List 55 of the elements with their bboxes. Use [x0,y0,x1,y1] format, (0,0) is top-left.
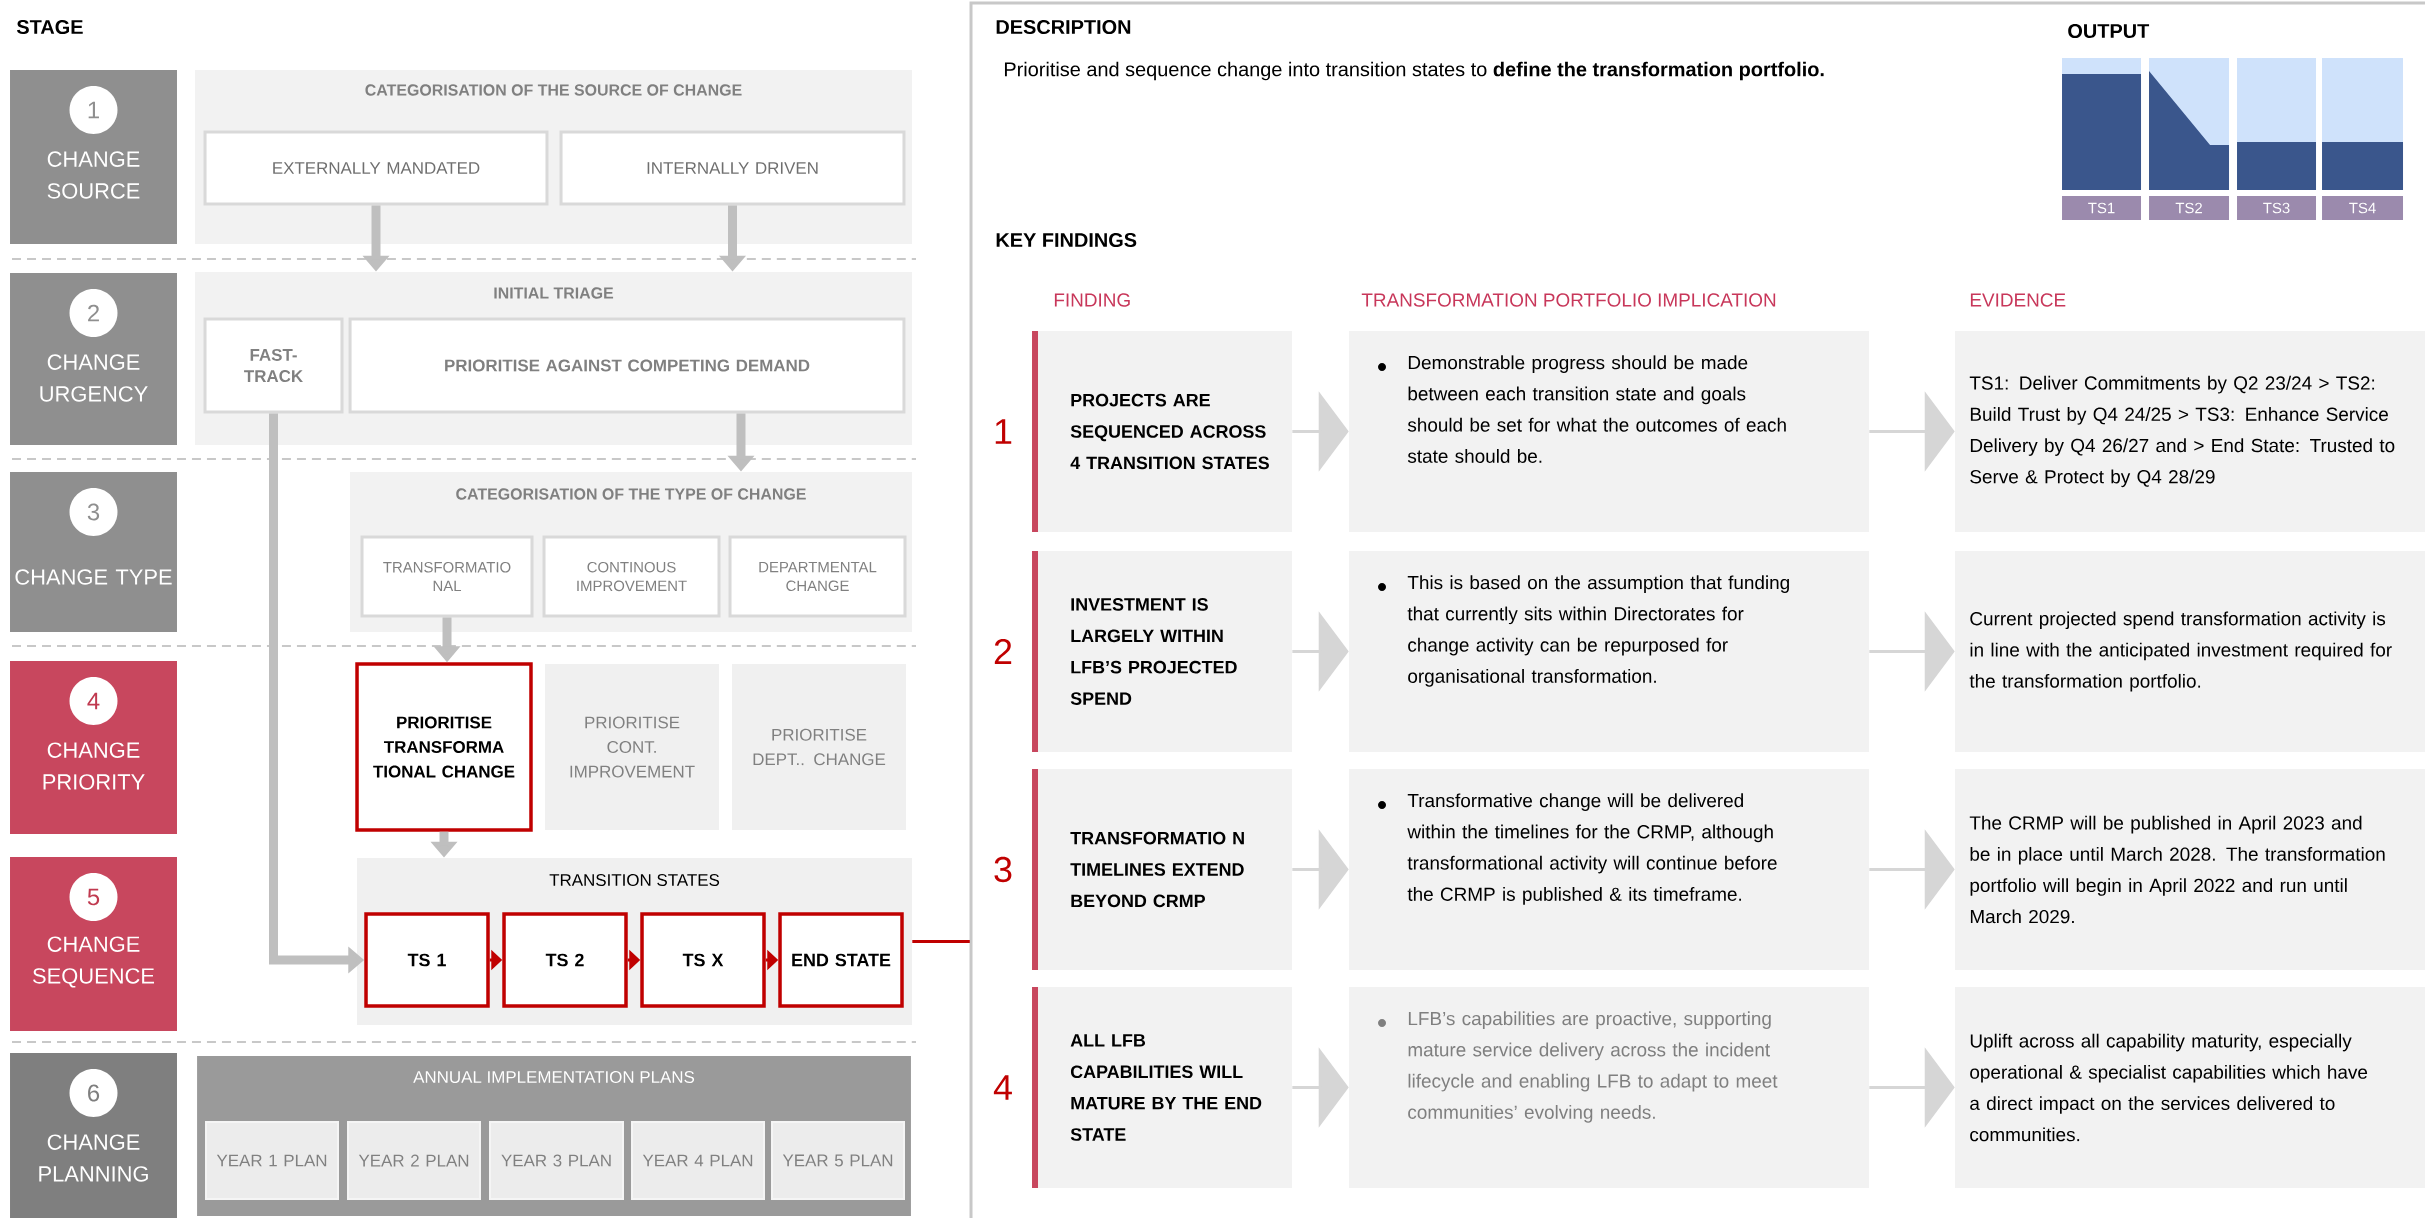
state-box: TS 2 [502,912,628,1008]
priority-box: PRIORITISE DEPT.. CHANGE [732,664,906,830]
column-heading: EVIDENCE [1970,293,2066,307]
axis-label: TS4 [2322,196,2403,220]
plan-box: YEAR 3 PLAN [489,1121,624,1200]
evidence-box: The CRMP will be published in April 2023 and be in place until March 2028. The transformation portfolio will begin in April 2022 and run until March 2029. [1955,769,2425,970]
implication-box: LFB’s capabilities are proactive, supporting mature service delivery across the incident lifecycle and enabling LFB to adapt to meet communities’ evolving needs. [1349,987,1869,1188]
row-number: 3 [994,856,1012,883]
section-heading: OUTPUT [2068,23,2150,39]
section-heading: KEY FINDINGS [996,232,1137,248]
finding-box: TRANSFORMATIO N TIMELINES EXTEND BEYOND CRMP [1032,769,1292,970]
option-box: TRANSFORMATIO NAL [360,535,534,618]
implication-box: This is based on the assumption that funding that currently sits within Directorates for change activity can be repurposed for organisational transformation. [1349,551,1869,752]
finding-box: PROJECTS ARE SEQUENCED ACROSS 4 TRANSITION STATES [1032,331,1292,532]
finding-box: ALL LFB CAPABILITIES WILL MATURE BY THE END STATE [1032,987,1292,1188]
evidence-box: TS1: Deliver Commitments by Q2 23/24 > TS2: Build Trust by Q4 24/25 > TS3: Enhance Service Delivery by Q4 26/27 and > End State: Trusted to Serve & Protect by Q4 28/29 [1955,331,2425,532]
option-box: PRIORITISE AGAINST COMPETING DEMAND [348,317,906,414]
stage-box: 5 CHANGE SEQUENCE [10,857,177,1031]
priority-box: PRIORITISE TRANSFORMA TIONAL CHANGE [355,662,533,832]
stage-box: 2 CHANGE URGENCY [10,273,177,445]
option-box: CONTINOUS IMPROVEMENT [542,535,721,618]
option-box: EXTERNALLY MANDATED [203,130,549,206]
column-heading: TRANSFORMATION PORTFOLIO IMPLICATION [1361,293,1776,307]
state-box: END STATE [778,912,904,1008]
section-heading: DESCRIPTION [996,19,1131,35]
evidence-box: Uplift across all capability maturity, especially operational & specialist capabilities which have a direct impact on the services delivered to communities. [1955,987,2425,1188]
state-box: TS X [640,912,766,1008]
plan-box: YEAR 2 PLAN [347,1121,481,1200]
column-heading: FINDING [1054,293,1130,307]
axis-label: TS1 [2062,196,2141,220]
stage-box: 1 CHANGE SOURCE [10,70,177,244]
option-box: DEPARTMENTAL CHANGE [728,535,907,618]
option-box: INTERNALLY DRIVEN [559,130,906,206]
implication-box: Transformative change will be delivered within the timelines for the CRMP, although transformational activity will continue before the CRMP is published & its timeframe. [1349,769,1869,970]
connector-line [912,940,970,943]
plan-box: YEAR 4 PLAN [631,1121,765,1200]
axis-label: TS3 [2237,196,2316,220]
row-number: 1 [995,419,1012,444]
row-number: 4 [993,1075,1012,1100]
state-box: TS 1 [364,912,490,1008]
plan-box: YEAR 1 PLAN [205,1121,339,1200]
description-text: Prioritise and sequence change into transition states to define the transformation portfolio. [1005,61,1824,81]
stage-box: 3 CHANGE TYPE [10,472,177,632]
stage-box: 6 CHANGE PLANNING [10,1053,177,1218]
implication-box: Demonstrable progress should be made between each transition state and goals should be set for what the outcomes of each state should be. [1349,331,1869,532]
option-box: FAST- TRACK [203,317,344,414]
findings-panel [969,1,2425,1218]
stage-box: 4 CHANGE PRIORITY [10,661,177,834]
axis-label: TS2 [2149,196,2229,220]
section-heading: STAGE [16,19,83,35]
evidence-box: Current projected spend transformation activity is in line with the anticipated investment required for the transformation portfolio. [1955,551,2425,752]
plan-box: YEAR 5 PLAN [771,1121,905,1200]
finding-box: INVESTMENT IS LARGELY WITHIN LFB’S PROJECTED SPEND [1032,551,1292,752]
priority-box: PRIORITISE CONT. IMPROVEMENT [545,664,719,830]
row-number: 2 [994,639,1012,665]
